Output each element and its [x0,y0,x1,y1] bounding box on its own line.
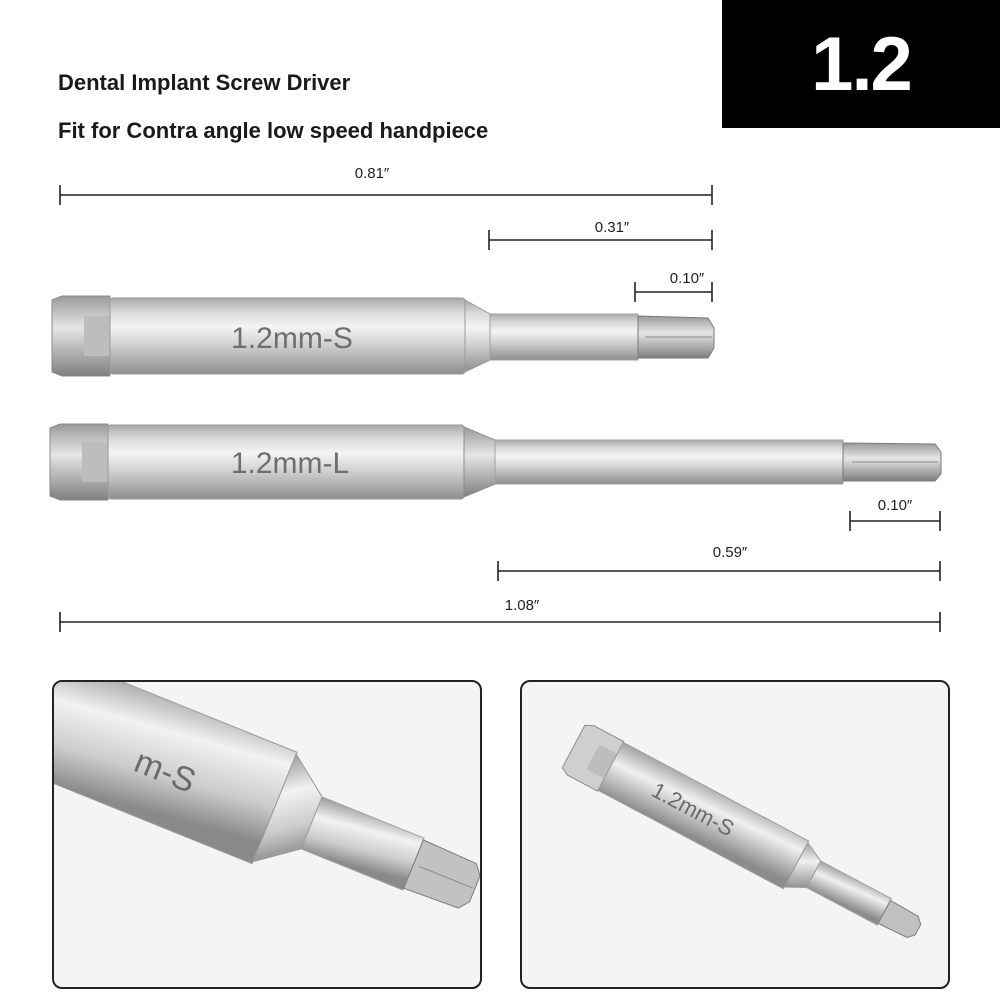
short-driver-label: 1.2mm-S [231,322,353,355]
dimension-long-tip [849,511,941,531]
dim-label-long-tip: 0.10″ [877,497,913,514]
dim-label-short-total: 0.81″ [354,165,390,182]
dim-label-long-total: 1.08″ [504,597,540,614]
dimension-short-shaft [488,230,713,250]
detail-panel-overview: 1.2mm-S [520,680,950,989]
dimension-short-total [59,185,713,205]
long-driver [49,423,942,501]
dimension-long-total [59,612,941,632]
dimension-short-tip [634,282,713,302]
product-subtitle: Fit for Contra angle low speed handpiece [58,118,489,143]
short-driver [51,295,715,377]
product-title: Dental Implant Screw Driver [58,70,351,95]
dim-label-short-shaft: 0.31″ [594,219,630,236]
dim-label-long-shaft: 0.59″ [712,544,748,561]
driver-illustration: 1.2mm-S 1.2mm-L [49,185,942,632]
closeup-photo: m-S [54,682,480,909]
overview-photo: 1.2mm-S [561,724,922,939]
dimension-long-shaft [497,561,941,581]
size-badge: 1.2 [722,0,1000,128]
long-driver-label: 1.2mm-L [231,447,349,480]
detail-panel-closeup: m-S [52,680,482,989]
dim-label-short-tip: 0.10″ [669,270,705,287]
